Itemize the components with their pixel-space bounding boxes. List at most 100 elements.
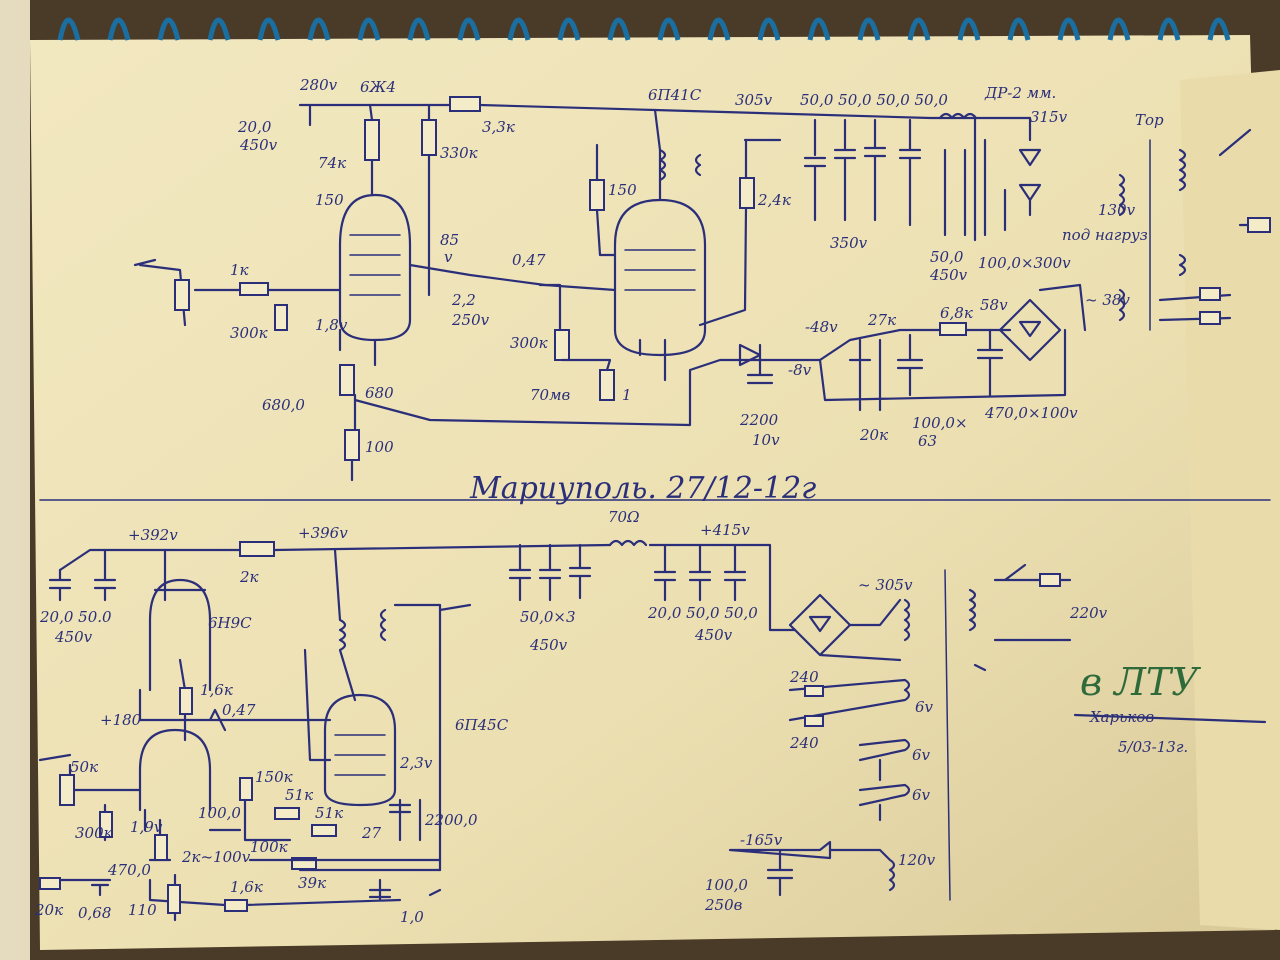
label-27: 27 <box>361 824 382 842</box>
resistor-150k <box>239 777 253 801</box>
label-minus-8v: -8v <box>788 361 812 379</box>
resistor-20k-bot <box>39 877 61 890</box>
resistor-6-8k <box>939 322 967 336</box>
label-300k-bottom: 300к <box>75 824 113 842</box>
label-470-0: 470,0 <box>107 861 151 879</box>
label-2k: 2к <box>239 568 259 586</box>
label-cap-20: 20,0 <box>237 118 272 136</box>
label-300k: 300к <box>230 324 268 342</box>
resistor-1-6k <box>179 687 193 715</box>
label-240-b: 240 <box>789 734 819 752</box>
resistor-right <box>1247 217 1271 233</box>
resistor-150 <box>589 179 605 211</box>
label-220v: 220v <box>1069 604 1108 622</box>
spiral-binding <box>57 17 1231 41</box>
label-1-0: 1,0 <box>400 908 424 926</box>
label-305v-bottom: ~ 305v <box>858 576 913 594</box>
paper-page <box>30 35 1275 950</box>
label-680-0: 680,0 <box>262 396 305 414</box>
label-tube-6p41s: 6П41С <box>648 86 702 104</box>
resistor-330k <box>421 119 437 156</box>
label-180: +180 <box>100 711 142 729</box>
label-caps-bottom-volt: 450v <box>694 626 733 644</box>
label-39k: 39к <box>298 874 326 892</box>
fuse <box>1039 573 1061 587</box>
resistor-1k <box>239 282 269 296</box>
resistor-74k <box>364 119 380 161</box>
label-70mv: 70мв <box>530 386 571 404</box>
label-cap-20-volt: 450v <box>239 136 278 154</box>
resistor-300k <box>274 304 288 331</box>
label-470x100v: 470,0×100v <box>984 404 1078 422</box>
label-100x300: 100,0×300v <box>978 254 1071 272</box>
label-cap-50-0: 50,0 <box>930 248 964 266</box>
resistor-240-a <box>804 685 824 697</box>
label-100x: 100,0× <box>912 414 968 432</box>
label-120v: 120v <box>898 851 936 869</box>
label-0-68: 0,68 <box>78 904 111 922</box>
label-r1: 1 <box>622 386 632 404</box>
label-350v: 350v <box>830 234 868 252</box>
label-2-4k: 2,4к <box>757 191 791 209</box>
label-305v: 305v <box>735 91 773 109</box>
resistor-right-c <box>1199 311 1221 325</box>
label-58v: 58v <box>980 296 1008 314</box>
label-tube-6zh4: 6Ж4 <box>360 78 396 96</box>
label-6v-b: 6v <box>912 746 931 764</box>
label-1-6k-b: 1,6к <box>230 878 263 896</box>
label-70ohm: 70Ω <box>608 508 640 526</box>
resistor-100 <box>344 429 360 461</box>
resistor-1-6k-b <box>224 899 248 912</box>
label-cap-450v: 450v <box>929 266 968 284</box>
resistor-300k-b <box>554 329 570 361</box>
label-20-50: 20,0 50.0 <box>39 608 112 626</box>
label-50x3: 50,0×3 <box>520 608 576 626</box>
label-50k: 50к <box>70 758 98 776</box>
label-450v: 450v <box>54 628 93 646</box>
pot-50k <box>59 774 75 806</box>
label-396v: +396v <box>298 524 348 542</box>
label-240-a: 240 <box>789 668 819 686</box>
label-1k: 1к <box>230 261 249 279</box>
label-150v: 150 <box>315 191 344 209</box>
label-2200: 2200 <box>739 411 779 429</box>
label-315v: 315v <box>1030 108 1068 126</box>
label-0-47-bottom: 0,47 <box>222 701 256 719</box>
label-6-8k: 6,8к <box>940 304 973 322</box>
label-caps-bottom: 20,0 50,0 50,0 <box>647 604 758 622</box>
label-63: 63 <box>918 432 937 450</box>
label-2-2: 2,2 <box>451 291 476 309</box>
volume-pot <box>174 279 190 311</box>
resistor-240-b <box>804 715 824 727</box>
label-choke: ДР-2 мм. <box>984 84 1056 102</box>
resistor-680 <box>339 364 355 396</box>
label-tube-6p45s: 6П45С <box>455 716 509 734</box>
label-caps-50: 50,0 50,0 50,0 50,0 <box>800 91 948 109</box>
label-250v: 250в <box>704 896 743 914</box>
resistor-51k-b <box>311 824 337 837</box>
label-1-6k: 1,6к <box>200 681 233 699</box>
label-27k: 27к <box>867 311 896 329</box>
resistor-right-b <box>1199 287 1221 301</box>
label-6v-c: 6v <box>912 786 931 804</box>
label-2200-0: 2200,0 <box>424 811 478 829</box>
label-110: 110 <box>128 901 157 919</box>
resistor-3-3k <box>449 96 481 112</box>
label-tor: Тор <box>1135 111 1164 129</box>
label-100-0: 100,0 <box>198 804 241 822</box>
label-tube-6n9s: 6Н9С <box>208 614 252 632</box>
label-0-47: 0,47 <box>512 251 546 269</box>
label-415v: +415v <box>700 521 750 539</box>
label-20k-bottom: 20к <box>34 901 63 919</box>
strike-line <box>1073 713 1267 724</box>
note-date: 5/03-13г. <box>1118 738 1188 756</box>
resistor-2k <box>239 541 275 557</box>
label-100k: 100к <box>250 838 288 856</box>
label-50x3-volt: 450v <box>529 636 568 654</box>
label-150k: 150к <box>255 768 293 786</box>
resistor-470 <box>154 834 168 861</box>
label-r150: 150 <box>608 181 637 199</box>
label-3-3k: 3,3к <box>482 118 515 136</box>
label-2200-volt: 10v <box>752 431 780 449</box>
